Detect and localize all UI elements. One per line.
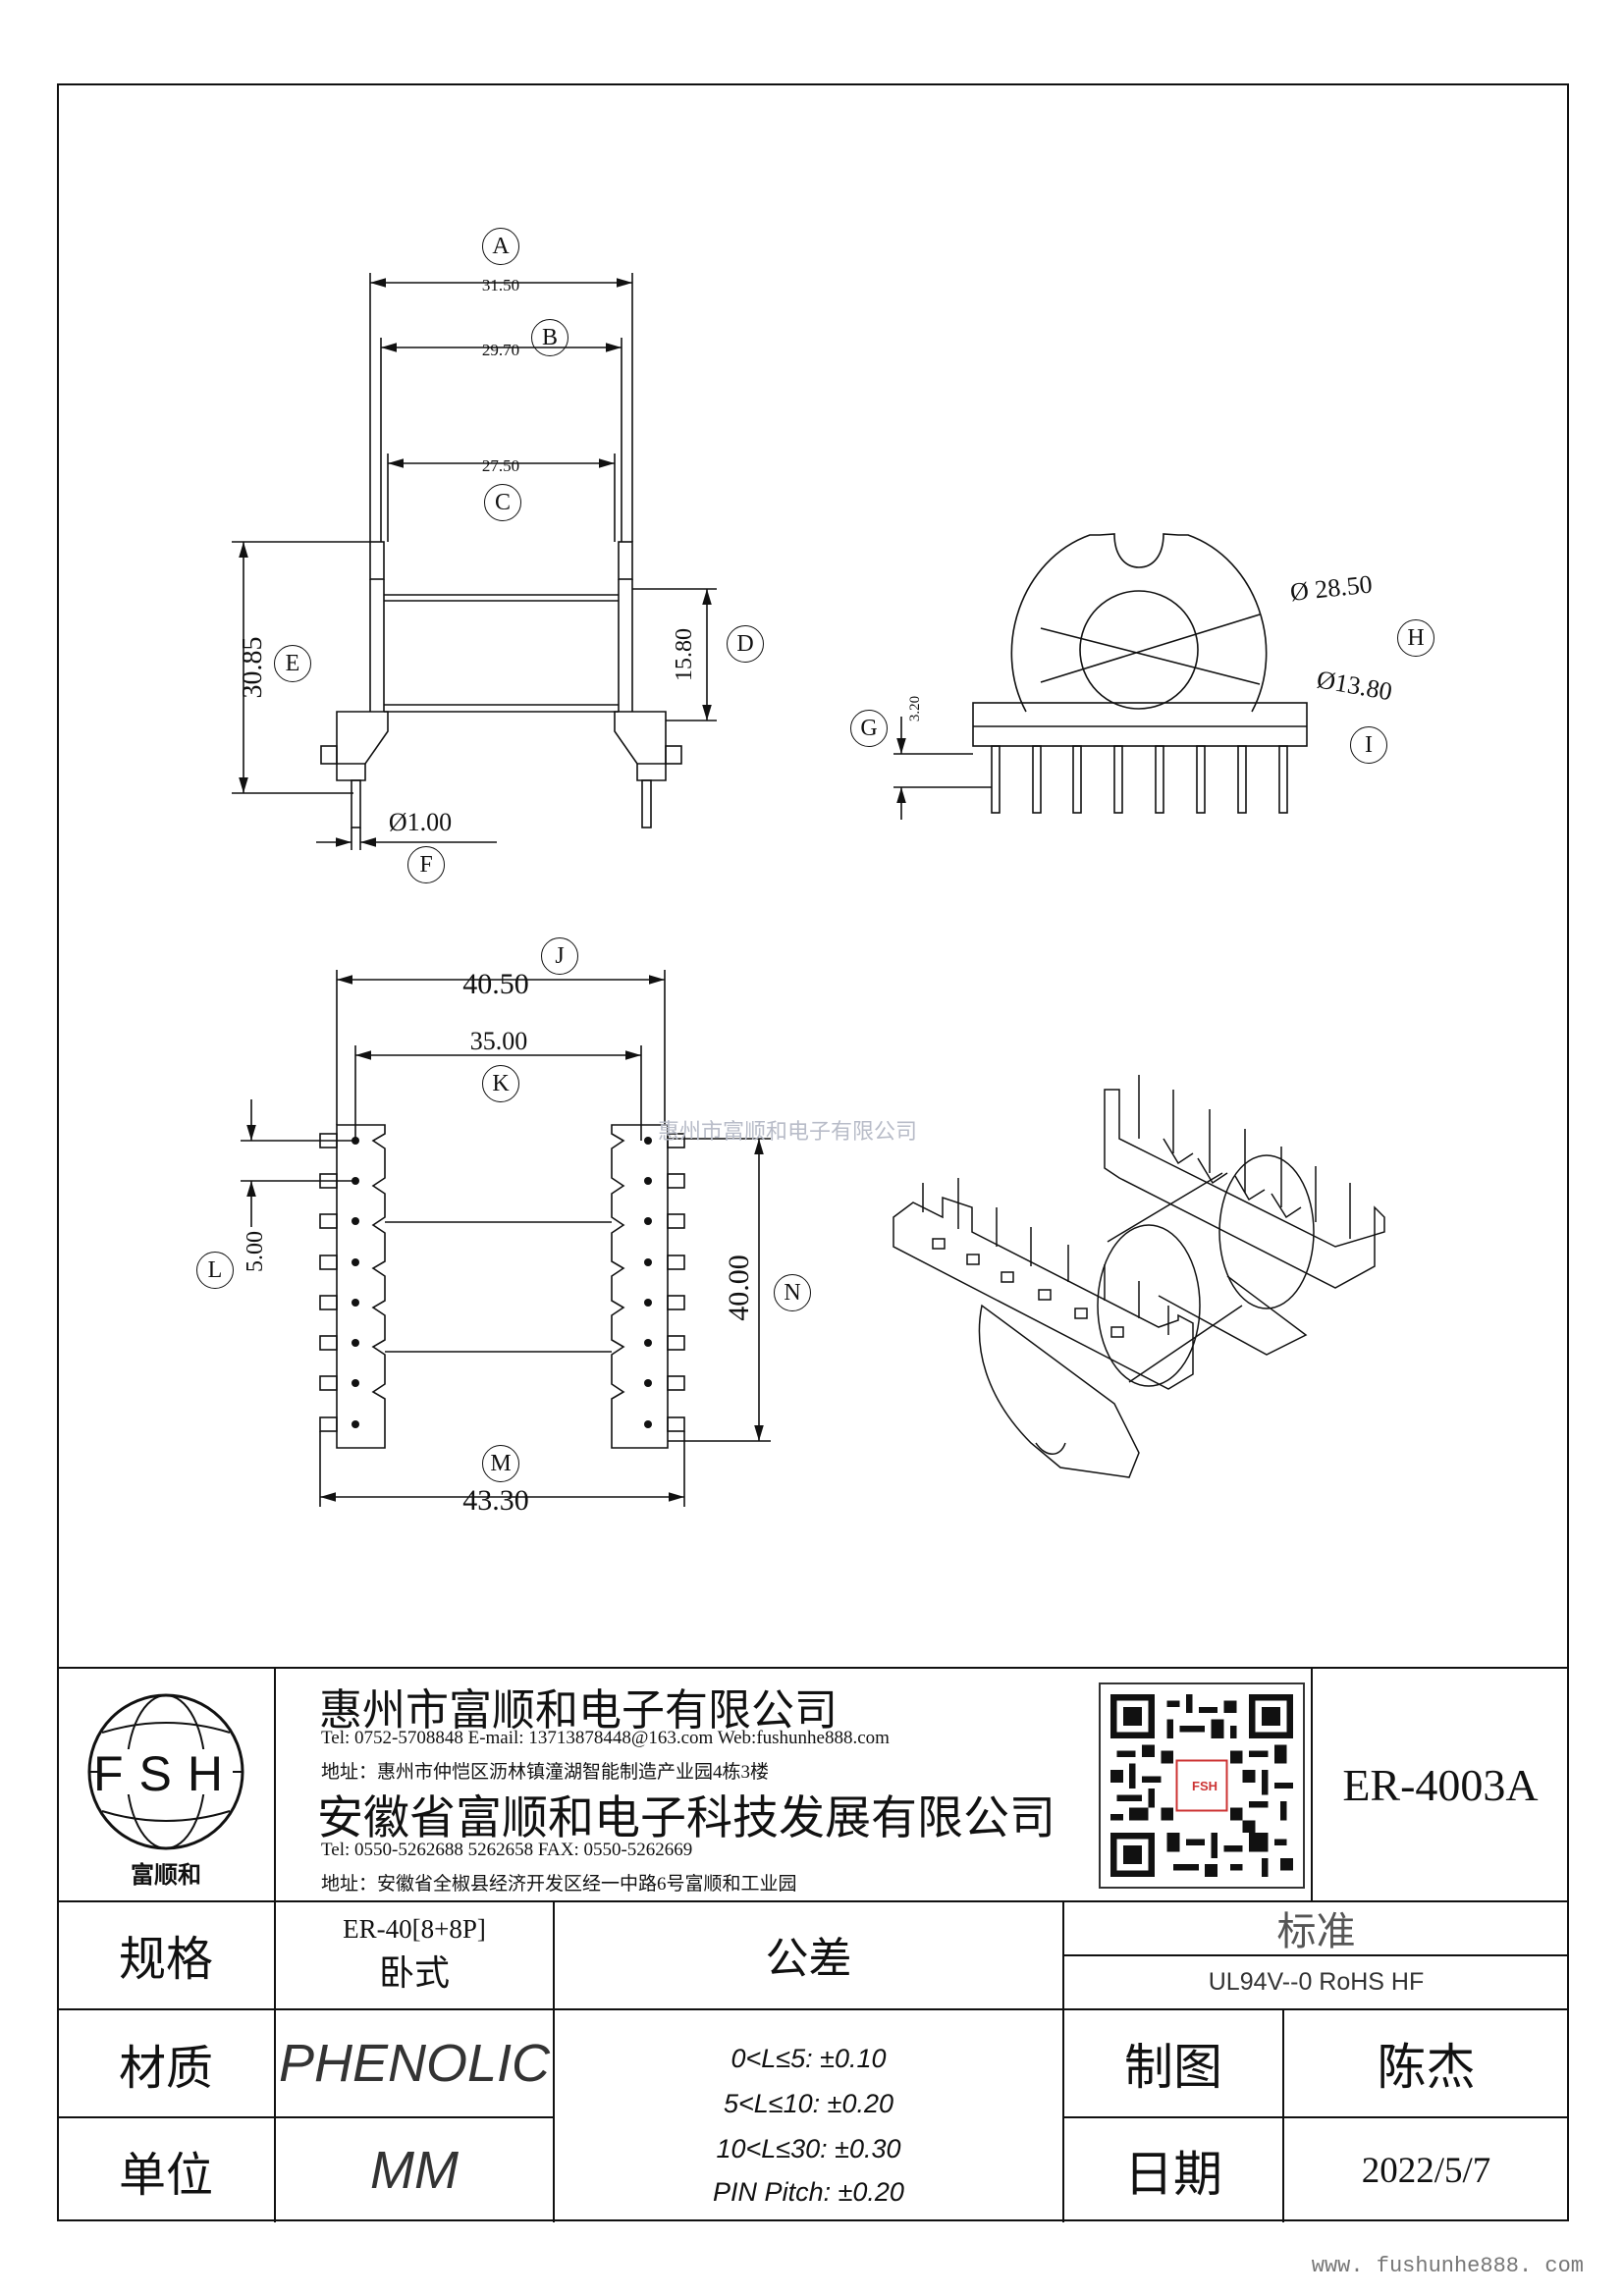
side-view-dimensions: 31.50 29.70 27.50 15.80 30.85 Ø1.00 bbox=[238, 276, 697, 836]
page-border bbox=[57, 83, 1569, 2221]
marker-B: B bbox=[531, 319, 568, 356]
dim-K-value: 35.00 bbox=[470, 1027, 528, 1055]
date-value: 2022/5/7 bbox=[1361, 2150, 1491, 2191]
dim-C-value: 27.50 bbox=[482, 456, 519, 475]
company-contact-1: Tel: 0752-5708848 E-mail: 13713878448@16… bbox=[321, 1728, 890, 1748]
spec-label: 规格 bbox=[118, 1934, 213, 1986]
tolerance-line-1: 0<L≤5: ±0.10 bbox=[730, 2044, 887, 2073]
logo-subtext: 富顺和 bbox=[131, 1863, 201, 1889]
spec-value-1: ER-40[8+8P] bbox=[343, 1913, 486, 1944]
marker-A: A bbox=[482, 228, 519, 265]
qr-code: FSH bbox=[1099, 1682, 1305, 1889]
standard-label: 标准 bbox=[1276, 1908, 1356, 1953]
unit-value: MM bbox=[370, 2141, 459, 2200]
dim-F-value: Ø1.00 bbox=[389, 808, 452, 836]
tolerance-label: 公差 bbox=[765, 1935, 852, 1983]
title-block: FSH 富顺和 惠州市富顺和电子有限公司 Tel: 0752-5708848 E… bbox=[58, 1667, 1568, 2222]
iso-slots bbox=[932, 1138, 1302, 1338]
dim-H1-value: Ø 28.50 bbox=[1289, 569, 1374, 607]
marker-N: N bbox=[774, 1274, 811, 1311]
isometric-view bbox=[893, 1075, 1385, 1478]
date-label: 日期 bbox=[1124, 2147, 1222, 2202]
watermark: 惠州市富顺和电子有限公司 bbox=[658, 1119, 917, 1144]
logo-text: FSH bbox=[93, 1746, 239, 1801]
material-value: PHENOLIC bbox=[278, 2034, 551, 2093]
marker-D: D bbox=[727, 625, 764, 663]
marker-J: J bbox=[541, 937, 578, 975]
drawn-by-label: 制图 bbox=[1124, 2040, 1222, 2095]
material-label: 材质 bbox=[118, 2043, 213, 2095]
marker-L: L bbox=[196, 1252, 234, 1289]
dim-B-value: 29.70 bbox=[482, 341, 519, 359]
side-view bbox=[232, 273, 717, 850]
left-pin-row bbox=[319, 1133, 338, 1432]
company-contact-2: Tel: 0550-5262688 5262658 FAX: 0550-5262… bbox=[321, 1840, 693, 1860]
unit-label: 单位 bbox=[118, 2150, 213, 2202]
dim-M-value: 43.30 bbox=[462, 1484, 529, 1517]
dim-J-value: 40.50 bbox=[462, 968, 529, 1000]
end-view bbox=[893, 533, 1308, 820]
marker-E: E bbox=[274, 645, 311, 682]
end-view-pins bbox=[991, 745, 1288, 814]
part-number: ER-4003A bbox=[1342, 1759, 1539, 1810]
marker-I: I bbox=[1350, 726, 1387, 764]
tolerance-line-2: 5<L≤10: ±0.20 bbox=[723, 2089, 894, 2118]
dim-N-value: 40.00 bbox=[723, 1255, 755, 1321]
standard-value: UL94V--0 RoHS HF bbox=[1208, 1968, 1425, 1996]
dim-A-value: 31.50 bbox=[482, 276, 519, 294]
tolerance-values: 0<L≤5: ±0.10 5<L≤10: ±0.20 10<L≤30: ±0.3… bbox=[555, 2010, 1062, 2222]
company-name-2: 安徽省富顺和电子科技发展有限公司 bbox=[317, 1793, 1055, 1844]
qr-center-label: FSH bbox=[1192, 1779, 1217, 1793]
tolerance-line-3: 10<L≤30: ±0.30 bbox=[716, 2134, 901, 2163]
company-logo: FSH 富顺和 bbox=[78, 1688, 254, 1889]
top-view bbox=[241, 970, 771, 1507]
footer-url[interactable]: www. fushunhe888. com bbox=[1311, 2254, 1584, 2278]
dim-D-value: 15.80 bbox=[672, 628, 697, 681]
iso-pins-front bbox=[922, 1178, 1169, 1335]
spec-value-cell: ER-40[8+8P] 卧式 bbox=[276, 1900, 553, 2008]
company-name-1: 惠州市富顺和电子有限公司 bbox=[319, 1686, 838, 1735]
dim-E-value: 30.85 bbox=[238, 637, 268, 699]
dim-H2-value: Ø13.80 bbox=[1315, 665, 1394, 706]
dim-G-value: 3.20 bbox=[907, 696, 923, 721]
marker-F: F bbox=[407, 846, 445, 883]
iso-pins-back bbox=[1138, 1075, 1351, 1239]
company-address-1: 地址：惠州市仲恺区沥林镇潼湖智能制造产业园4栋3楼 bbox=[321, 1762, 770, 1783]
spec-value-2: 卧式 bbox=[378, 1952, 450, 1993]
marker-M: M bbox=[482, 1445, 519, 1482]
marker-G: G bbox=[850, 710, 888, 747]
right-pin-row bbox=[667, 1133, 685, 1432]
company-address-2: 地址：安徽省全椒县经济开发区经一中路6号富顺和工业园 bbox=[321, 1874, 797, 1895]
drawn-by-value: 陈杰 bbox=[1377, 2040, 1476, 2095]
dim-L-value: 5.00 bbox=[243, 1231, 268, 1272]
marker-C: C bbox=[484, 484, 521, 521]
top-view-dimensions: 40.50 35.00 5.00 40.00 43.30 bbox=[243, 968, 755, 1517]
tolerance-line-4: PIN Pitch: ±0.20 bbox=[713, 2177, 904, 2207]
marker-K: K bbox=[482, 1065, 519, 1102]
marker-H: H bbox=[1397, 619, 1434, 657]
